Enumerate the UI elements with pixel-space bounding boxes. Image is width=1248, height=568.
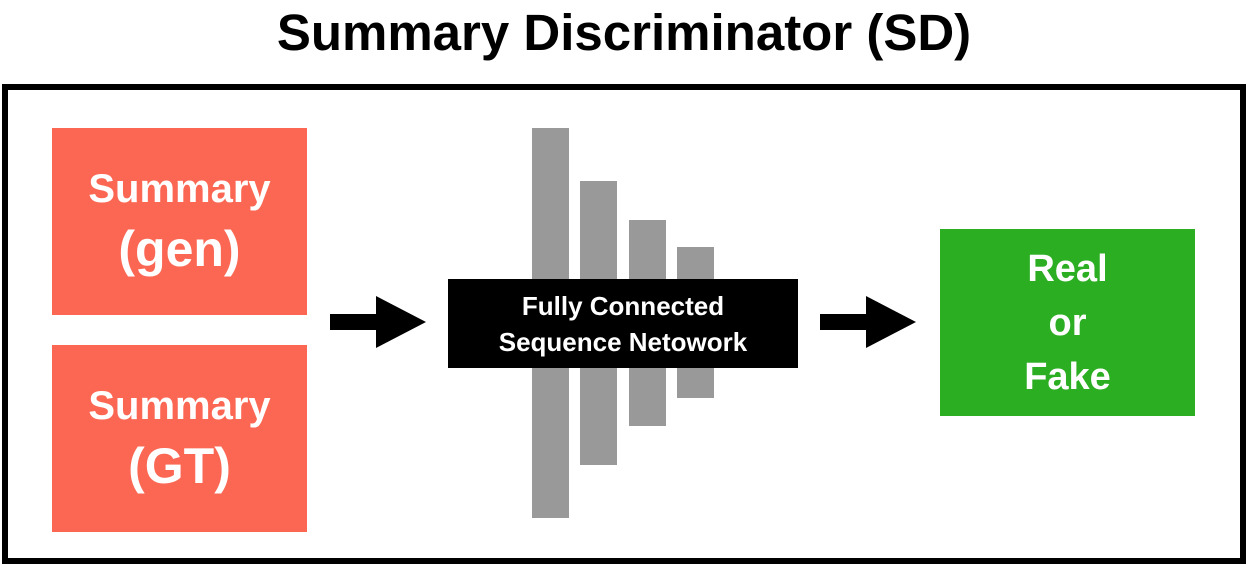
input-box-sublabel: (GT) [128, 437, 231, 494]
network-label: Fully Connected Sequence Netowork [448, 279, 798, 368]
output-line1: Real [1027, 247, 1108, 290]
output-line3: Fake [1024, 355, 1111, 398]
network-label-line2: Sequence Netowork [498, 326, 748, 357]
input-box-label: Summary [88, 383, 271, 428]
right-arrow-icon [820, 296, 916, 348]
input-box-summary-gt: Summary (GT) [52, 345, 307, 532]
output-line2: or [1048, 301, 1087, 344]
diagram-title: Summary Discriminator (SD) [276, 4, 972, 61]
input-box-sublabel: (gen) [118, 220, 241, 277]
output-box-real-or-fake: Real or Fake [940, 229, 1195, 416]
input-box-label: Summary [88, 166, 271, 211]
network-label-line1: Fully Connected [521, 290, 725, 321]
input-box-summary-gen: Summary (gen) [52, 128, 307, 315]
right-arrow-icon [330, 296, 426, 348]
